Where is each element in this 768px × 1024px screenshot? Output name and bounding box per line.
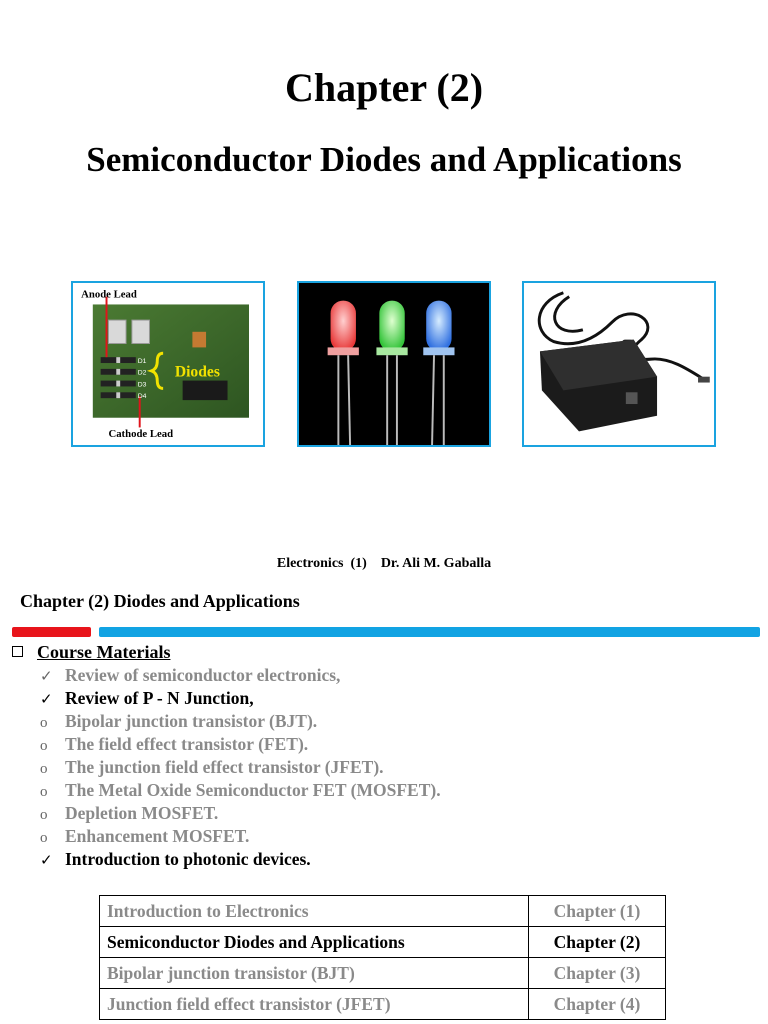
table-row: Bipolar junction transistor (BJT) Chapte…	[99, 957, 666, 989]
list-item: ✓ Introduction to photonic devices.	[40, 848, 441, 871]
list-item-text: Review of semiconductor electronics,	[65, 665, 341, 685]
circle-bullet-icon: o	[40, 807, 48, 823]
list-item: o Bipolar junction transistor (BJT).	[40, 710, 441, 733]
list-item: ✓ Review of semiconductor electronics,	[40, 664, 441, 687]
list-item-text: The field effect transistor (FET).	[65, 734, 309, 754]
table-cell-topic: Introduction to Electronics	[99, 895, 529, 927]
table-row: Junction field effect transistor (JFET) …	[99, 988, 666, 1020]
footer-author: Dr. Ali M. Gaballa	[380, 556, 492, 571]
list-item-text: Depletion MOSFET.	[65, 803, 219, 823]
checkbox-icon	[12, 646, 23, 657]
list-item: o The Metal Oxide Semiconductor FET (MOSF…	[40, 779, 441, 802]
table-cell-chapter: Chapter (2)	[528, 926, 666, 958]
list-item: o Depletion MOSFET.	[40, 802, 441, 825]
table-cell-chapter: Chapter (1)	[528, 895, 666, 927]
list-item: o The field effect transistor (FET).	[40, 733, 441, 756]
power-adapter-image	[522, 281, 716, 447]
section-heading: Chapter (2) Diodes and Applications	[20, 591, 300, 611]
diode-mark-d2: D2	[138, 370, 147, 377]
list-item-text: The Metal Oxide Semiconductor FET (MOSFE…	[65, 780, 441, 800]
diode-mark-d1: D1	[138, 358, 147, 365]
check-icon: ✓	[40, 853, 53, 869]
table-cell-topic: Semiconductor Diodes and Applications	[99, 926, 529, 958]
course-materials-list: ✓ Review of semiconductor electronics, ✓ R…	[40, 664, 441, 871]
chapters-table: Introduction to Electronics Chapter (1) …	[99, 895, 666, 1020]
chapter-subtitle: Semiconductor Diodes and Applications	[86, 140, 682, 179]
footer-course: Electronics (1)	[276, 556, 367, 571]
anode-label: Anode Lead	[81, 289, 137, 301]
list-item: o The junction field effect transistor (J…	[40, 756, 441, 779]
slide-footer: Electronics (1) Dr. Ali M. Gaballa	[0, 556, 768, 572]
course-materials-heading: Course Materials	[12, 642, 170, 663]
table-cell-topic: Bipolar junction transistor (BJT)	[99, 957, 529, 989]
table-cell-topic: Junction field effect transistor (JFET)	[99, 988, 529, 1020]
course-materials-label: Course Materials	[37, 642, 171, 662]
list-item: o Enhancement MOSFET.	[40, 825, 441, 848]
circle-bullet-icon: o	[40, 830, 48, 846]
list-item-text: Review of P - N Junction,	[65, 688, 254, 708]
chapter-title: Chapter (2)	[284, 65, 484, 110]
list-item-text: Bipolar junction transistor (BJT).	[65, 711, 318, 731]
table-row: Introduction to Electronics Chapter (1)	[99, 895, 666, 927]
circle-bullet-icon: o	[40, 715, 48, 731]
table-cell-chapter: Chapter (3)	[528, 957, 666, 989]
list-item: ✓ Review of P - N Junction,	[40, 687, 441, 710]
circle-bullet-icon: o	[40, 784, 48, 800]
list-item-text: Introduction to photonic devices.	[65, 849, 311, 869]
circle-bullet-icon: o	[40, 738, 48, 754]
list-item-text: The junction field effect transistor (JF…	[65, 757, 384, 777]
circle-bullet-icon: o	[40, 761, 48, 777]
check-icon: ✓	[40, 669, 53, 685]
accent-bar-red	[12, 627, 91, 637]
cathode-label: Cathode Lead	[108, 428, 173, 440]
diode-mark-d3: D3	[138, 381, 147, 388]
diodes-board-image: Anode Lead Cathode Lead Diodes D1 D2 D3 …	[71, 281, 265, 447]
led-image	[297, 281, 491, 447]
check-icon: ✓	[40, 692, 53, 708]
table-row: Semiconductor Diodes and Applications Ch…	[99, 926, 666, 958]
table-cell-chapter: Chapter (4)	[528, 988, 666, 1020]
diodes-label: Diodes	[175, 364, 220, 381]
list-item-text: Enhancement MOSFET.	[65, 826, 250, 846]
accent-bar-blue	[99, 627, 760, 637]
diode-mark-d4: D4	[138, 393, 147, 400]
